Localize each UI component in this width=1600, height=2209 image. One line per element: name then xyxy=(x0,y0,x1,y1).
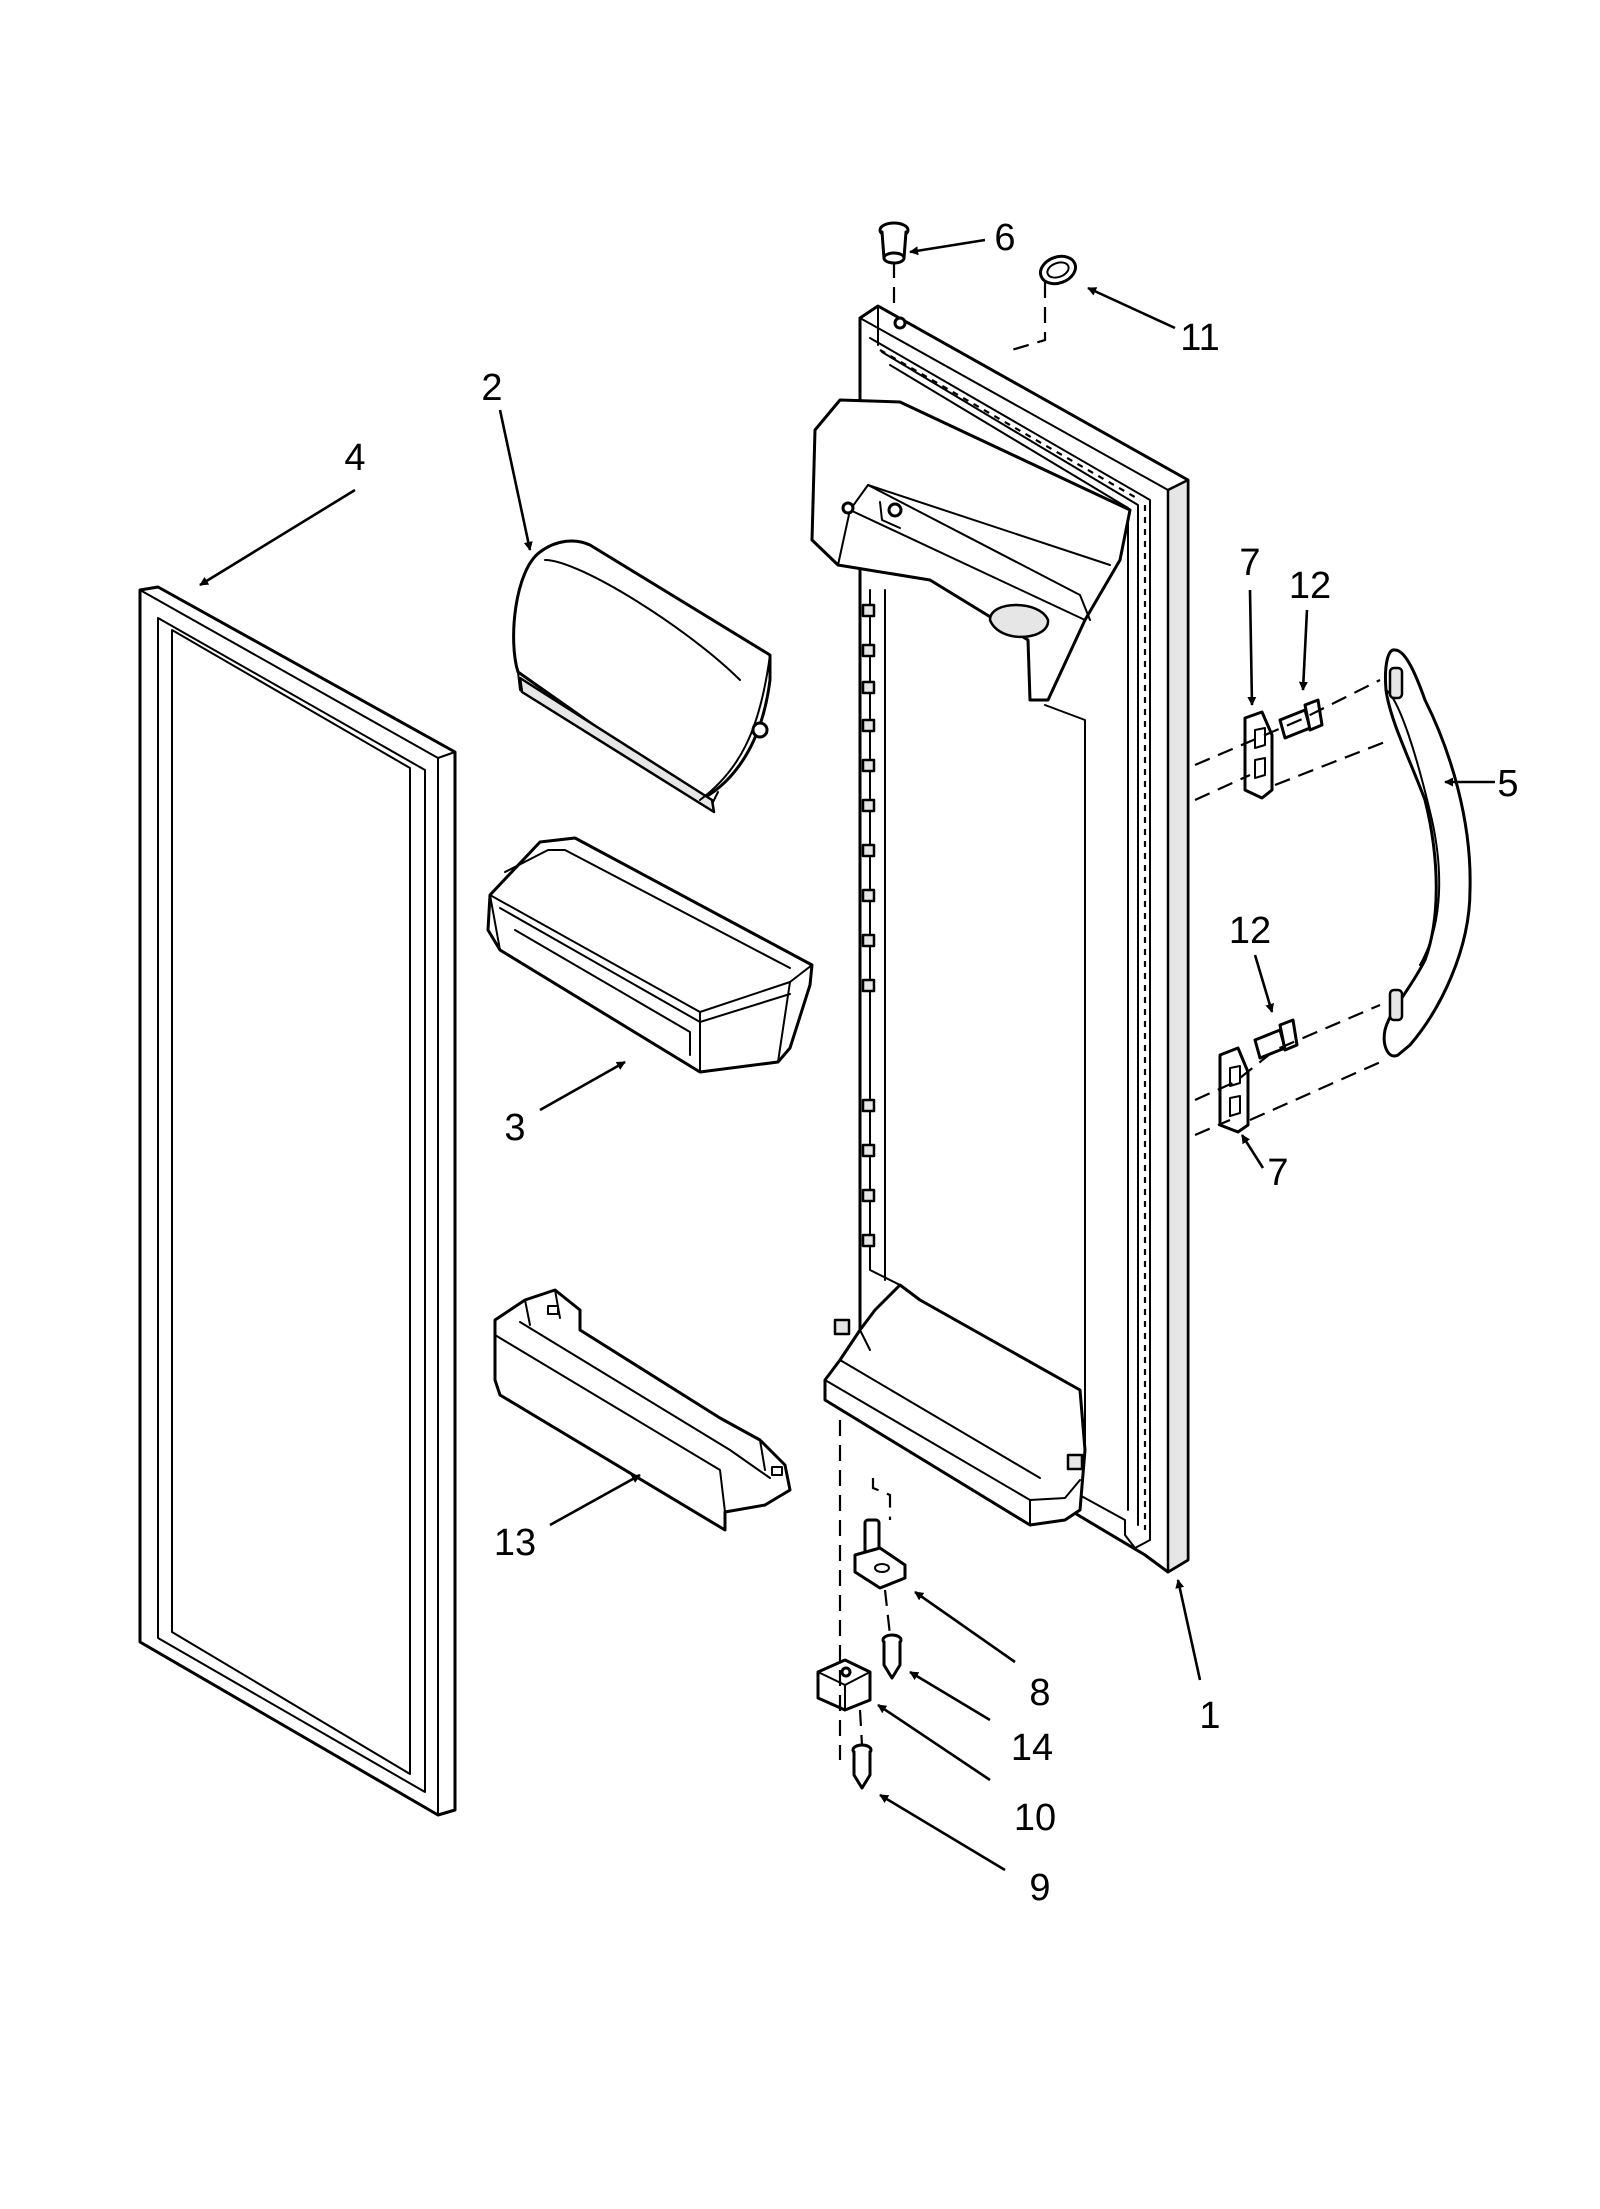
door-gasket xyxy=(138,585,457,1817)
callout-12-upper: 12 xyxy=(1289,565,1331,607)
assembly-lines xyxy=(838,262,1391,1760)
leader-3 xyxy=(539,1060,626,1112)
leader-10 xyxy=(877,1703,991,1782)
callout-2: 2 xyxy=(481,367,502,409)
callout-4: 4 xyxy=(344,437,365,479)
handle-screw-upper xyxy=(1278,698,1324,740)
door-handle xyxy=(1382,648,1472,1058)
callout-9: 9 xyxy=(1029,1867,1050,1909)
handle-screw-lower xyxy=(1253,1018,1299,1060)
door-assembly xyxy=(810,304,1190,1574)
leader-1 xyxy=(1175,1579,1202,1681)
handle-bracket-lower xyxy=(1218,1046,1250,1134)
callout-8: 8 xyxy=(1029,1672,1050,1714)
leader-11 xyxy=(1087,286,1176,330)
shelf-support-rivets xyxy=(861,603,876,1248)
callout-3: 3 xyxy=(504,1107,525,1149)
leader-7a xyxy=(1247,589,1257,706)
callout-11: 11 xyxy=(1180,317,1219,359)
hinge-block xyxy=(816,1658,872,1712)
leader-8 xyxy=(914,1590,1016,1664)
top-hinge-plug xyxy=(878,221,910,265)
leader-7b xyxy=(1240,1134,1265,1169)
handle-bracket-upper xyxy=(1243,710,1274,800)
callout-13: 13 xyxy=(494,1522,536,1564)
callout-1: 1 xyxy=(1199,1695,1220,1737)
leader-13 xyxy=(549,1473,641,1527)
hinge-screw xyxy=(881,1633,903,1680)
leader-14 xyxy=(909,1670,991,1722)
callout-5: 5 xyxy=(1497,763,1518,805)
callout-6: 6 xyxy=(994,217,1015,259)
callout-12-lower: 12 xyxy=(1229,910,1271,952)
leader-2 xyxy=(498,409,533,551)
callout-labels: 4 2 3 13 6 11 7 12 5 12 7 8 14 10 9 1 xyxy=(344,217,1518,1909)
dairy-bin-cover xyxy=(512,539,772,814)
hinge-block-screw xyxy=(851,1743,873,1790)
lower-door-bin xyxy=(493,1288,792,1532)
leader-4 xyxy=(199,488,356,587)
callout-10: 10 xyxy=(1014,1797,1056,1839)
leader-12a xyxy=(1298,609,1309,691)
leader-9 xyxy=(879,1793,1006,1872)
callout-14: 14 xyxy=(1011,1727,1053,1769)
bottom-hinge-pin xyxy=(853,1518,907,1590)
door-bin xyxy=(486,836,814,1074)
callout-7-lower: 7 xyxy=(1267,1152,1288,1194)
leader-12b xyxy=(1253,954,1274,1013)
leader-6 xyxy=(909,238,986,256)
hole-plug xyxy=(1039,254,1077,286)
callout-leaders xyxy=(199,238,1495,1872)
callout-7-upper: 7 xyxy=(1239,542,1260,584)
